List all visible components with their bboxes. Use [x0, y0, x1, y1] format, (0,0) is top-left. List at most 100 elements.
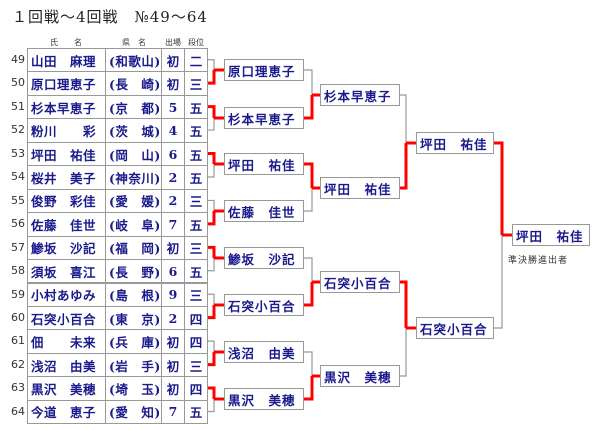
player-name: 原口理恵子	[27, 71, 106, 96]
round2-line-lose	[304, 351, 313, 376]
player-apps: 初	[161, 352, 185, 378]
player-number: 57	[11, 240, 25, 254]
round3-line-win	[400, 280, 408, 328]
player-pref: (京 都)	[105, 94, 162, 120]
player-rank: 四	[184, 305, 208, 331]
round2-line-lose	[304, 257, 313, 282]
header-pref: 県 名	[122, 38, 146, 47]
player-pref: (東 京)	[105, 305, 162, 331]
player-apps: 7	[161, 212, 185, 237]
round1-line-win	[208, 352, 216, 367]
header-rank: 段位	[188, 38, 204, 47]
player-pref: (長 野)	[105, 259, 162, 284]
player-rank: 五	[184, 141, 208, 167]
player-apps: 9	[161, 282, 185, 307]
player-apps: 2	[161, 305, 185, 331]
player-rank: 五	[184, 259, 208, 284]
round2-line-win	[304, 376, 314, 401]
player-number: 59	[11, 287, 25, 301]
player-rank: 三	[184, 282, 208, 307]
player-number: 53	[11, 146, 25, 160]
round1-winner-box: 杉本早恵子	[224, 107, 304, 129]
round2-line-win	[304, 95, 314, 120]
player-name: 俊野 彩佳	[27, 188, 106, 214]
player-name: 鯵坂 沙記	[27, 235, 106, 261]
round2-winner-box: 石突小百合	[320, 271, 400, 293]
round1-line-win	[208, 211, 216, 226]
player-number: 62	[11, 357, 25, 371]
round1-line-win	[208, 70, 216, 85]
round1-line-win	[208, 152, 216, 164]
player-number: 61	[11, 334, 25, 348]
round1-line-lose	[208, 118, 215, 131]
round1-line-win	[208, 305, 216, 320]
player-number: 56	[11, 217, 25, 231]
round1-winner-box: 鯵坂 沙記	[224, 247, 304, 269]
round1-winner-box: 原口理恵子	[224, 59, 304, 81]
round3-winner-box: 石突小百合	[416, 317, 494, 339]
semifinalist-caption: 準決勝進出者	[508, 256, 569, 266]
player-rank: 五	[184, 212, 208, 237]
round1-winner-box: 石突小百合	[224, 294, 304, 316]
round1-line-win	[208, 386, 216, 399]
round1-line-lose	[208, 199, 215, 211]
round1-line-lose	[208, 293, 215, 305]
player-apps: 2	[161, 165, 185, 190]
player-number: 58	[11, 264, 25, 278]
round1-winner-box: 佐藤 佳世	[224, 200, 304, 222]
player-number: 52	[11, 123, 25, 137]
player-pref: (島 根)	[105, 282, 162, 307]
round1-line-win	[208, 245, 216, 258]
round2-winner-box: 黒沢 美穂	[320, 365, 400, 387]
player-rank: 四	[184, 376, 208, 401]
player-rank: 三	[184, 352, 208, 378]
semifinalist-box: 坪田 祐佳	[512, 224, 590, 246]
player-number: 60	[11, 310, 25, 324]
round2-winner-box: 坪田 祐佳	[320, 177, 400, 199]
player-pref: (茨 城)	[105, 118, 162, 143]
player-number: 63	[11, 381, 25, 395]
player-name: 杉本早恵子	[27, 94, 106, 120]
player-apps: 初	[161, 376, 185, 401]
round1-line-win	[208, 105, 216, 118]
player-pref: (和歌山)	[105, 48, 162, 73]
player-number: 50	[11, 76, 25, 90]
player-rank: 五	[184, 94, 208, 120]
round1-line-lose	[208, 340, 215, 352]
header-name: 氏 名	[50, 38, 82, 47]
player-apps: 6	[161, 141, 185, 167]
player-apps: 初	[161, 329, 185, 354]
player-number: 55	[11, 193, 25, 207]
player-name: 佐藤 佳世	[27, 212, 106, 237]
round3-line-lose	[400, 328, 407, 377]
player-rank: 三	[184, 235, 208, 261]
player-apps: 5	[161, 94, 185, 120]
round1-line-lose	[208, 258, 215, 272]
player-pref: (岡 山)	[105, 141, 162, 167]
player-pref: (長 崎)	[105, 71, 162, 96]
player-number: 64	[11, 404, 25, 418]
round2-line-lose	[304, 69, 313, 95]
player-number: 54	[11, 170, 25, 184]
player-name: 須坂 喜江	[27, 259, 106, 284]
round2-line-win	[304, 282, 314, 307]
page-title: １回戦～4回戦 №49～64	[12, 8, 208, 26]
round2-line-win	[304, 162, 314, 188]
player-pref: (岩 手)	[105, 352, 162, 378]
round2-winner-box: 杉本早恵子	[320, 84, 400, 106]
round1-winner-box: 黒沢 美穂	[224, 388, 304, 410]
round1-winner-box: 坪田 祐佳	[224, 153, 304, 175]
player-rank: 五	[184, 399, 208, 425]
round1-line-lose	[208, 399, 215, 413]
player-pref: (愛 知)	[105, 399, 162, 425]
player-number: 49	[11, 53, 25, 66]
player-rank: 三	[184, 188, 208, 214]
round1-winner-box: 浅沼 由美	[224, 341, 304, 363]
round2-line-lose	[304, 188, 313, 212]
header-appearances: 出場	[165, 38, 181, 47]
round3-winner-box: 坪田 祐佳	[416, 132, 494, 154]
round1-line-lose	[208, 164, 215, 178]
round3-line-lose	[400, 94, 407, 143]
round4-line-win	[494, 141, 504, 235]
